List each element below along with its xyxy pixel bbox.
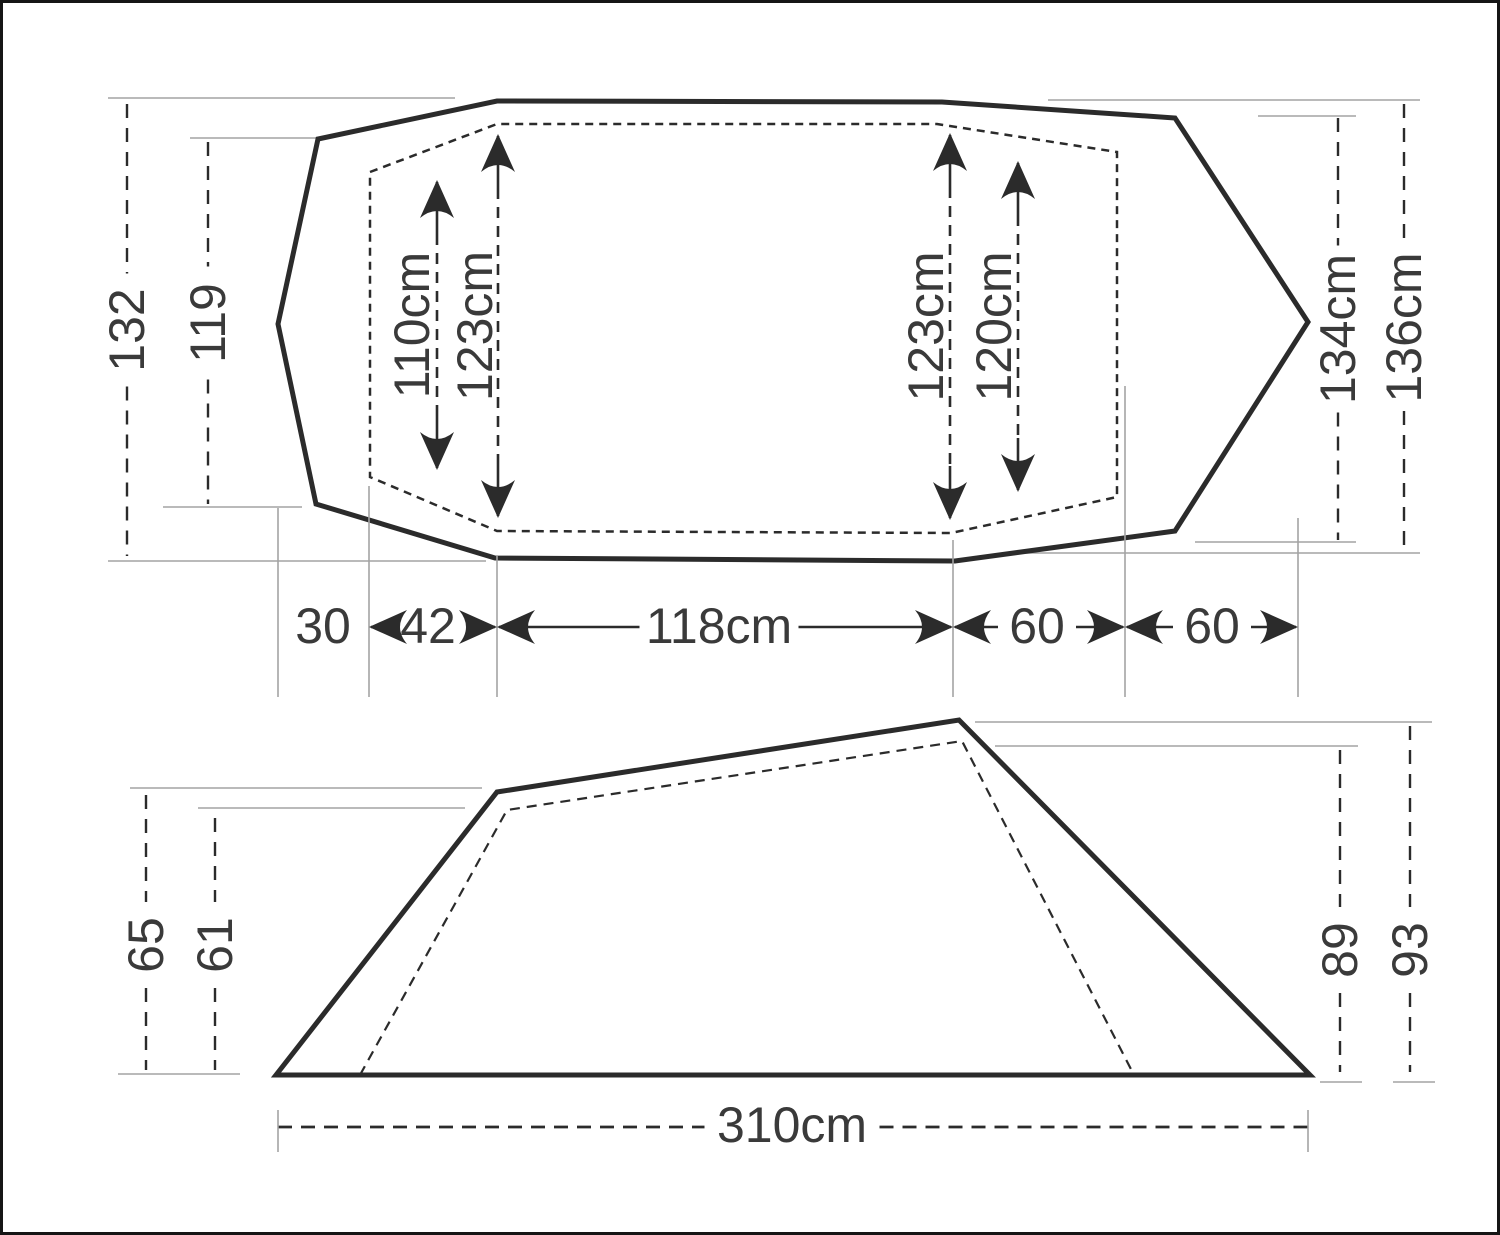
dim-label-118cm: 118cm bbox=[646, 598, 792, 654]
dim-label-42: 42 bbox=[400, 598, 456, 654]
dim-label-93: 93 bbox=[1382, 922, 1438, 978]
side-outer-outline bbox=[270, 717, 1316, 1078]
side-inner-outline bbox=[359, 739, 1135, 1076]
dim-label-120cm: 120cm bbox=[966, 251, 1022, 401]
dim-label-89: 89 bbox=[1312, 922, 1368, 978]
dim-label-310cm: 310cm bbox=[717, 1097, 867, 1153]
dim-label-110cm: 110cm bbox=[384, 252, 440, 398]
dim-label-123cm: 123cm bbox=[447, 251, 503, 401]
dim-label-132: 132 bbox=[99, 288, 155, 371]
plan-outer-outline bbox=[275, 98, 1311, 564]
dim-label-60: 60 bbox=[1184, 598, 1240, 654]
dim-label-119: 119 bbox=[180, 283, 236, 363]
dim-label-134cm: 134cm bbox=[1310, 254, 1366, 404]
plan-inner-outline bbox=[368, 122, 1119, 535]
dim-label-65: 65 bbox=[118, 917, 174, 973]
dim-label-123cm: 123cm bbox=[898, 251, 954, 401]
dim-label-60: 60 bbox=[1009, 598, 1065, 654]
dim-label-136cm: 136cm bbox=[1376, 252, 1432, 402]
dim-label-30: 30 bbox=[295, 598, 351, 654]
dim-label-61: 61 bbox=[187, 917, 243, 973]
